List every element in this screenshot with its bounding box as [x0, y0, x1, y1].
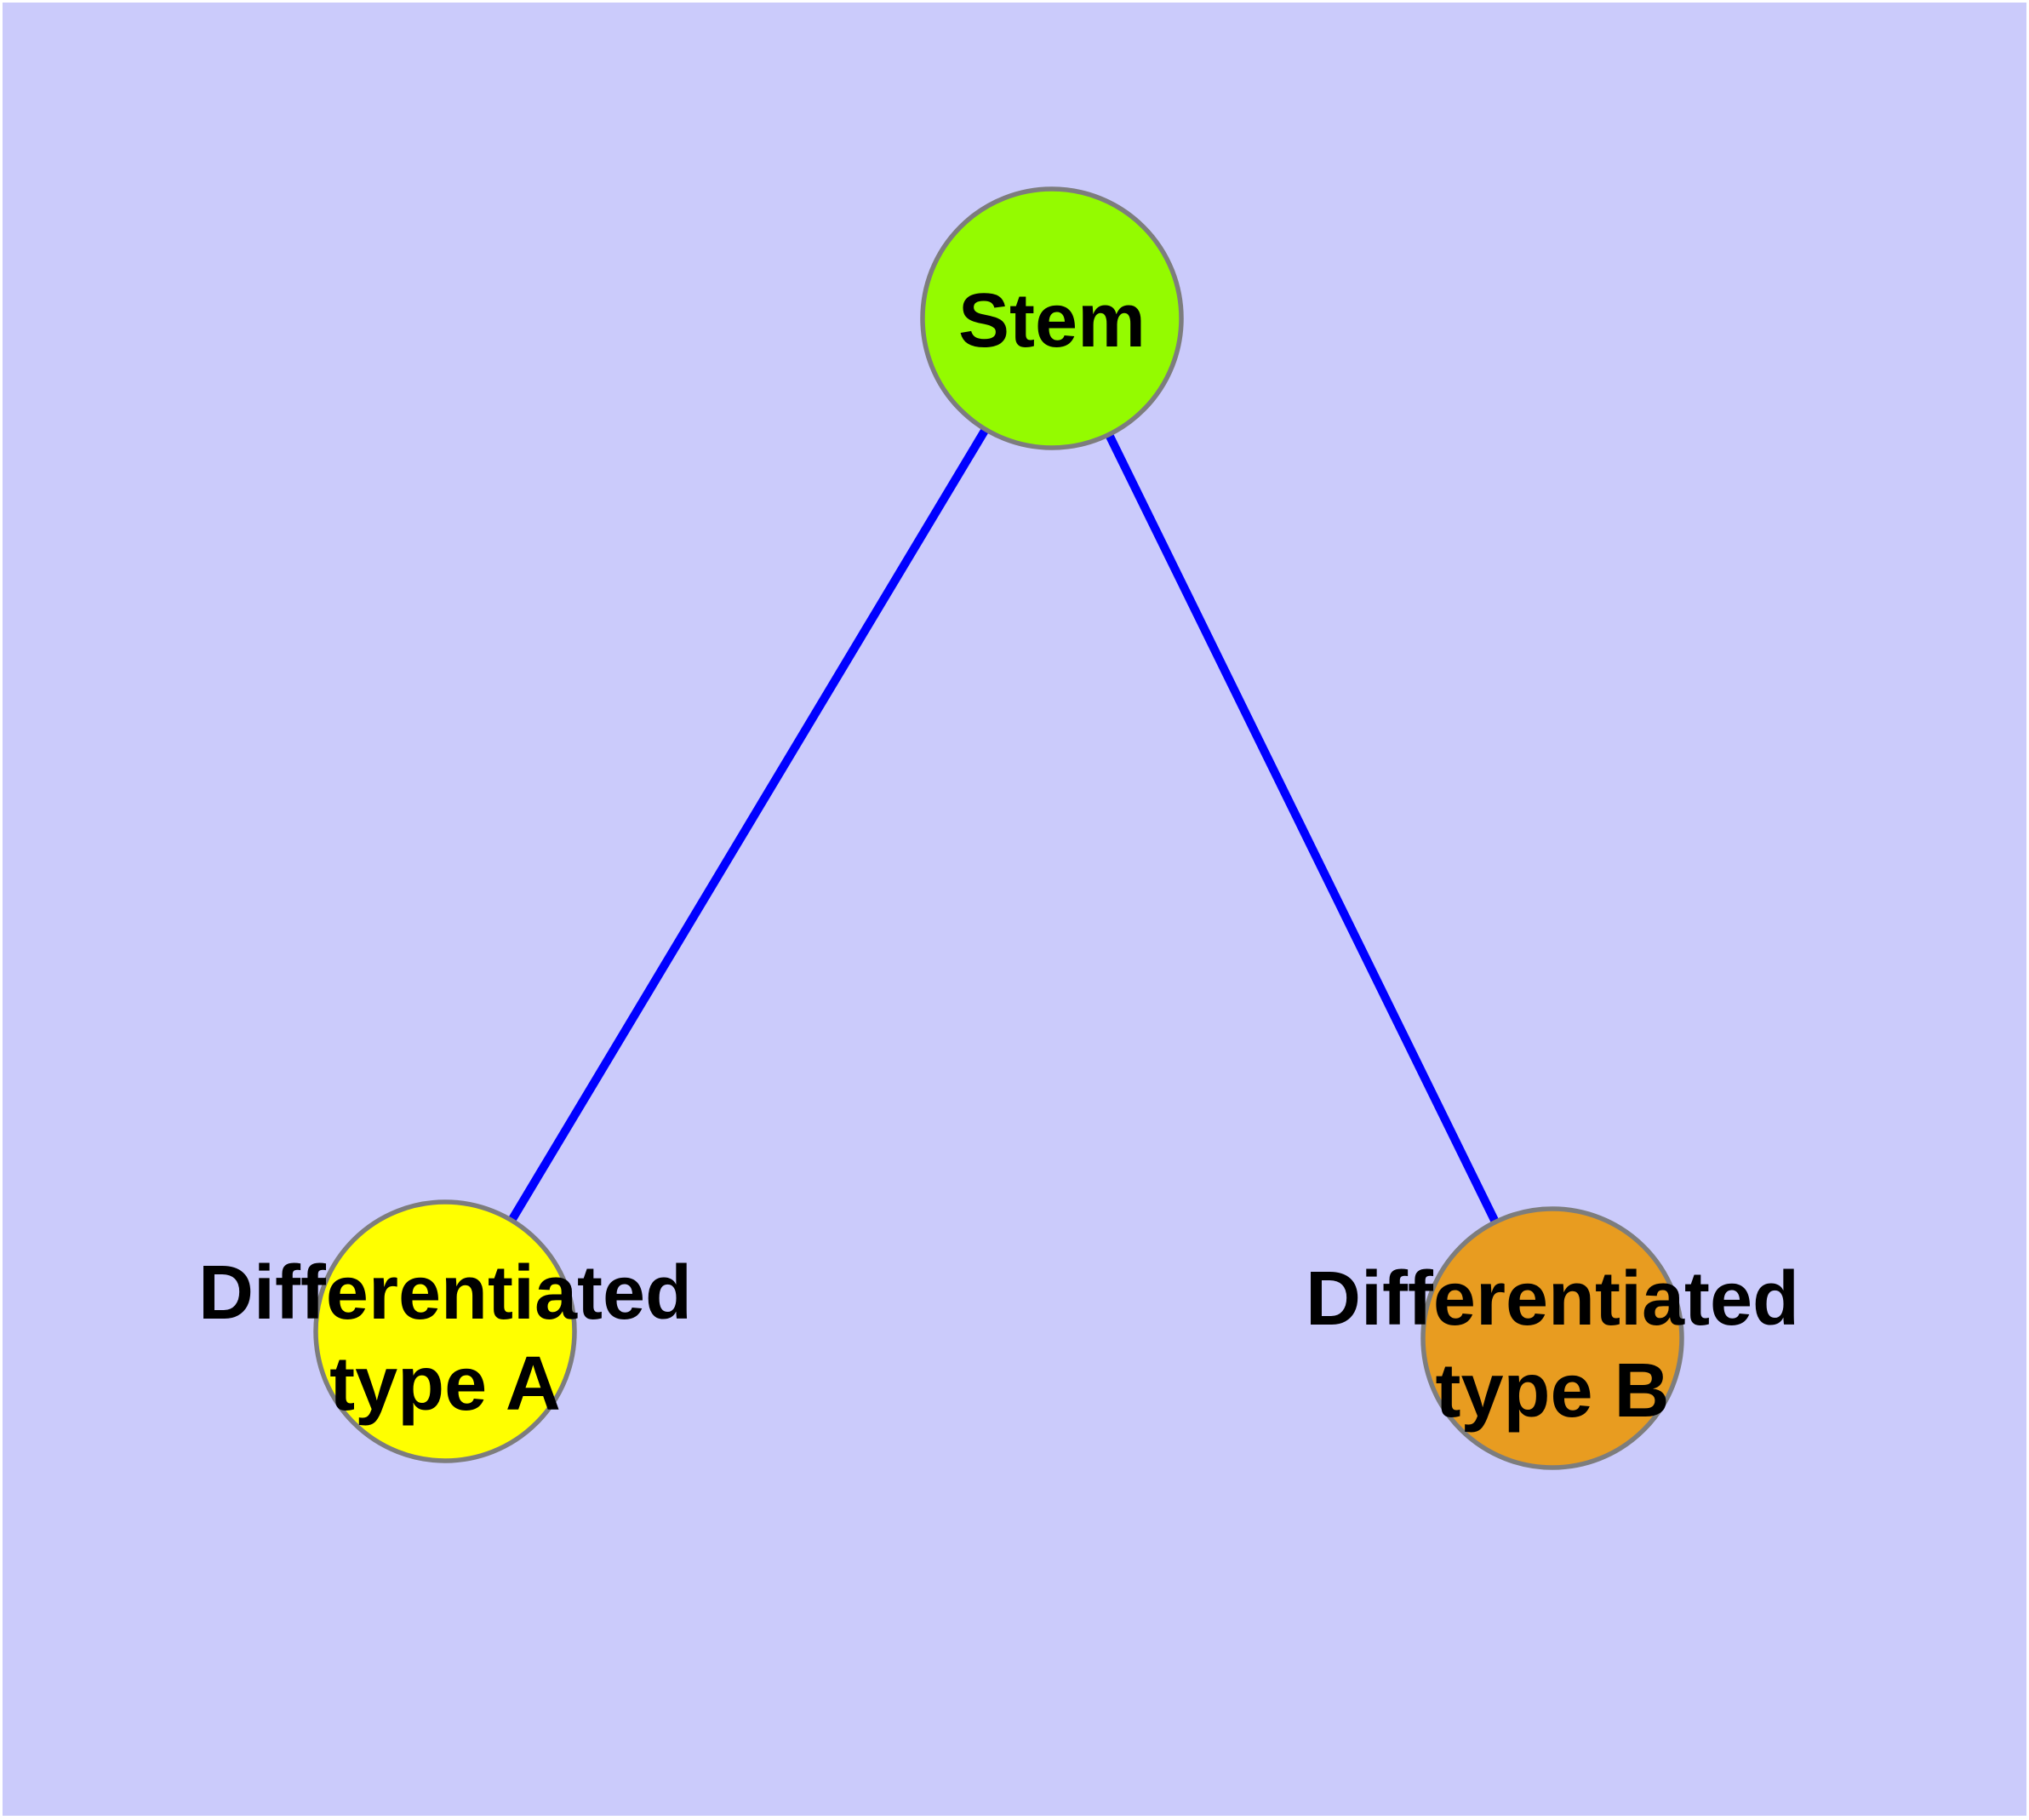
node-type-a-label-line2: type A: [329, 1342, 561, 1427]
node-stem-label: Stem: [958, 278, 1146, 363]
node-type-b-label-line2: type B: [1435, 1348, 1669, 1434]
edge-stem-to-type-a: [441, 316, 1056, 1334]
node-type-b: [1420, 1206, 1684, 1470]
node-stem: [920, 186, 1184, 450]
node-type-a-label-line1: Differentiated: [198, 1251, 692, 1336]
edge-stem-to-type-b: [1048, 316, 1557, 1341]
node-type-a: [313, 1199, 577, 1463]
node-type-b-label-line1: Differentiated: [1306, 1256, 1799, 1342]
